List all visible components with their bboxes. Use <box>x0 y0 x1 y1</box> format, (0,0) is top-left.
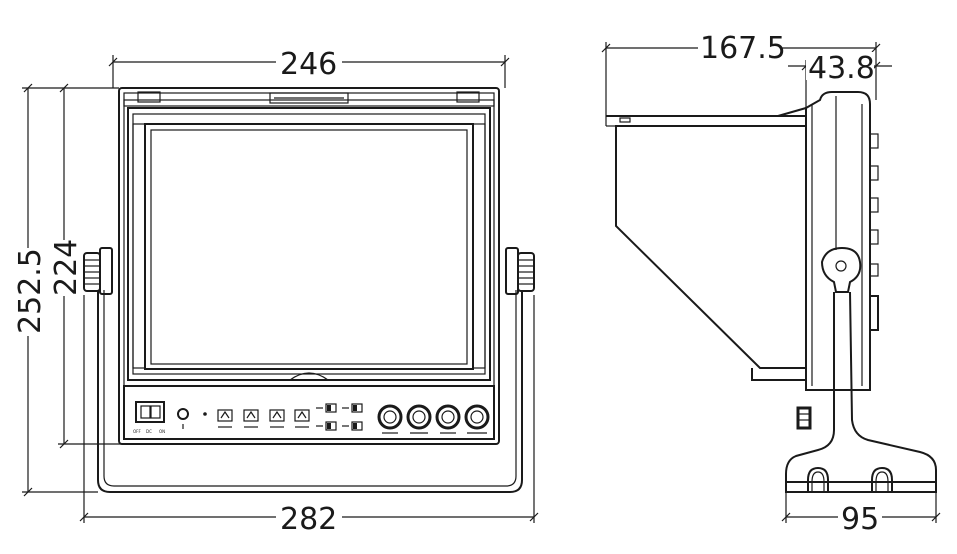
hood-side-left <box>132 123 146 369</box>
power-label-on: ON <box>159 429 165 434</box>
front-dimensions: 246 282 252.5 224 <box>13 47 539 537</box>
side-dimensions: 167.5 43.8 95 <box>601 31 941 537</box>
side-bracket-knob <box>820 246 862 293</box>
dim-label-95: 95 <box>841 502 879 537</box>
side-stand <box>785 291 937 493</box>
monitor-body <box>805 91 871 391</box>
side-stand-base <box>785 481 937 493</box>
front-view: OFF DC ON <box>83 87 535 493</box>
sunhood-profile <box>606 115 807 381</box>
adjustment-knobs <box>377 404 490 434</box>
hood-frame-inner <box>132 113 486 375</box>
stand-bracket <box>97 290 523 493</box>
control-panel <box>123 385 495 440</box>
power-label-dc: DC <box>146 429 152 434</box>
dim-label-43-8: 43.8 <box>808 51 875 86</box>
hood-center-tab <box>269 92 349 104</box>
side-view <box>605 91 937 493</box>
menu-buttons <box>217 409 310 428</box>
ir-sensor <box>203 412 207 416</box>
front-bezel-outer <box>118 87 500 445</box>
bracket-knob-right <box>505 247 535 295</box>
input-toggles <box>316 403 363 431</box>
dim-label-246: 246 <box>280 47 337 82</box>
hood-clip-right <box>456 91 480 103</box>
hood-frame <box>127 107 491 381</box>
hood-side-right <box>472 123 486 369</box>
tally-led <box>177 408 189 420</box>
power-switch <box>135 401 165 423</box>
front-bezel-inner <box>123 92 495 440</box>
lcd-screen-inner <box>150 129 468 365</box>
dim-label-282: 282 <box>280 502 337 537</box>
bracket-knob-left <box>83 247 113 295</box>
screen-notch <box>289 372 329 381</box>
dim-label-167-5: 167.5 <box>700 31 786 66</box>
dim-label-252-5: 252.5 <box>13 248 48 334</box>
power-label-off: OFF <box>133 429 141 434</box>
lcd-screen <box>144 123 474 370</box>
dim-label-224: 224 <box>49 239 84 296</box>
hood-top-bar <box>123 99 495 107</box>
hood-clip-left <box>137 91 161 103</box>
side-connectors <box>869 133 879 331</box>
rear-knob <box>796 406 812 430</box>
